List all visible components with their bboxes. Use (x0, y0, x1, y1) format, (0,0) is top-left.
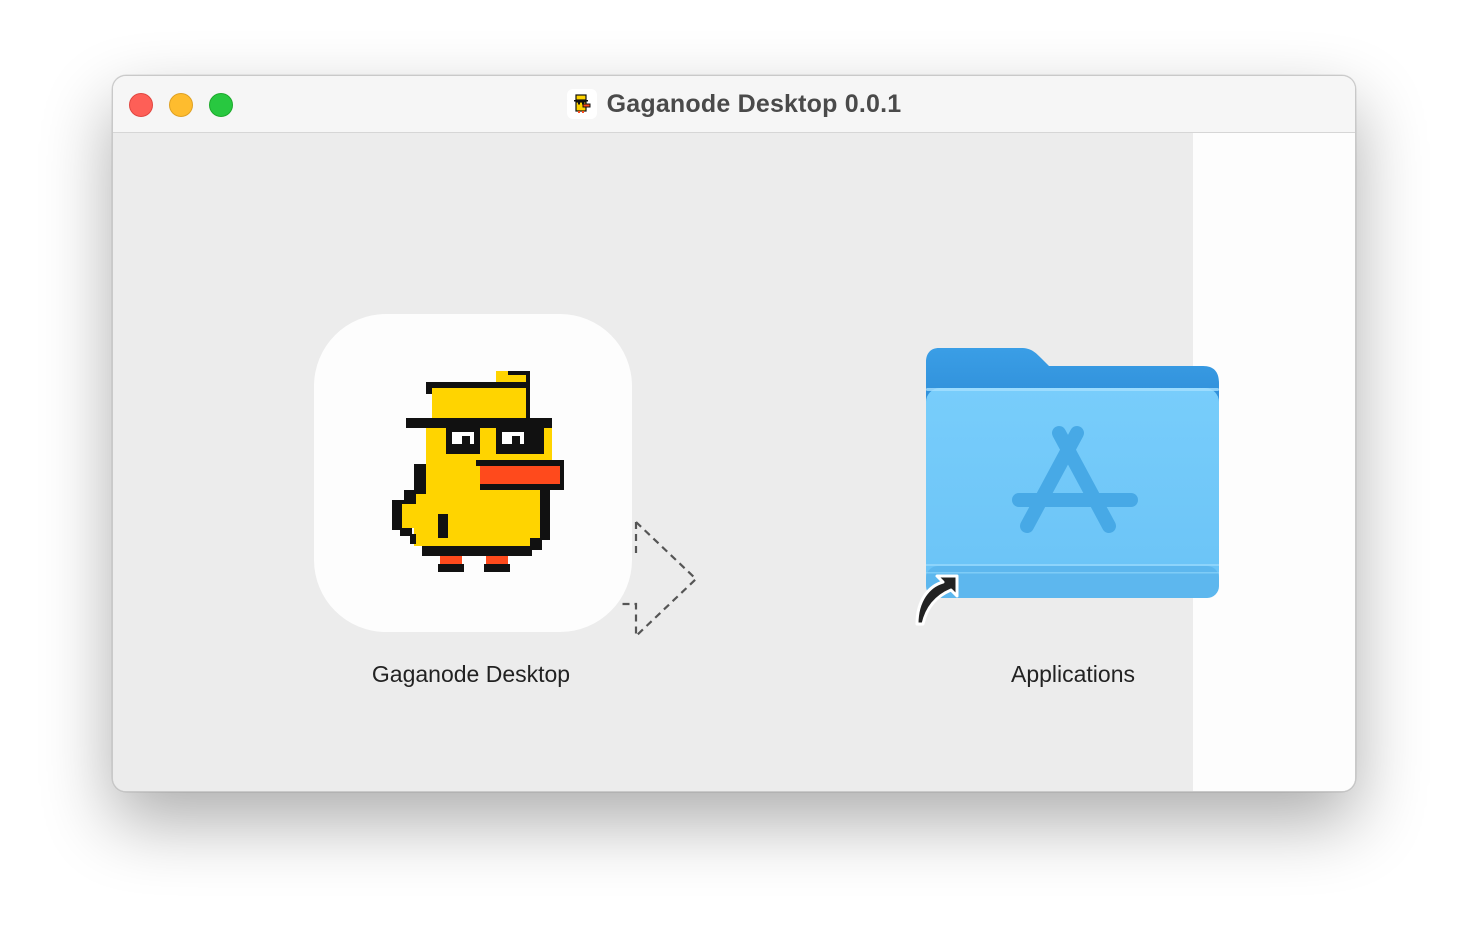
background-right-pane (1193, 133, 1355, 791)
duck-pixel (416, 494, 428, 546)
duck-pixel (440, 556, 462, 566)
window-title-group: Gaganode Desktop 0.0.1 (113, 88, 1355, 120)
installer-window: Gaganode Desktop 0.0.1 Gaganode Desktop (112, 75, 1356, 792)
dmg-background: Gaganode Desktop (113, 133, 1355, 791)
duck-pixel (432, 536, 530, 546)
duck-pixel (400, 526, 412, 536)
duck-pixel (414, 464, 426, 494)
maximize-button[interactable] (209, 93, 233, 117)
duck-pixel (512, 436, 520, 444)
applications-label[interactable]: Applications (1010, 661, 1136, 687)
title-bar[interactable]: Gaganode Desktop 0.0.1 (113, 76, 1355, 133)
dashed-arrow-icon (620, 521, 698, 639)
duck-pixel (404, 490, 416, 504)
duck-pixel (462, 436, 470, 444)
duck-pixel (392, 500, 404, 530)
duck-pixel (402, 504, 416, 528)
duck-pixel (540, 490, 550, 540)
duck-pixel (406, 418, 552, 428)
duck-pixel (422, 546, 532, 556)
duck-icon (566, 89, 597, 119)
minimize-button[interactable] (169, 93, 193, 117)
duck-pixel (480, 466, 560, 484)
duck-pixel (496, 371, 508, 383)
window-title: Gaganode Desktop 0.0.1 (606, 89, 902, 118)
duck-pixel (486, 556, 508, 566)
app-label[interactable]: Gaganode Desktop (371, 661, 571, 687)
applications-folder-icon[interactable] (923, 348, 1223, 608)
close-button[interactable] (129, 93, 153, 117)
alias-arrow-icon (915, 574, 959, 626)
duck-pixel (438, 564, 464, 572)
duck-app-icon[interactable] (314, 314, 632, 632)
duck-pixel (438, 514, 448, 538)
duck-pixel (484, 564, 510, 572)
